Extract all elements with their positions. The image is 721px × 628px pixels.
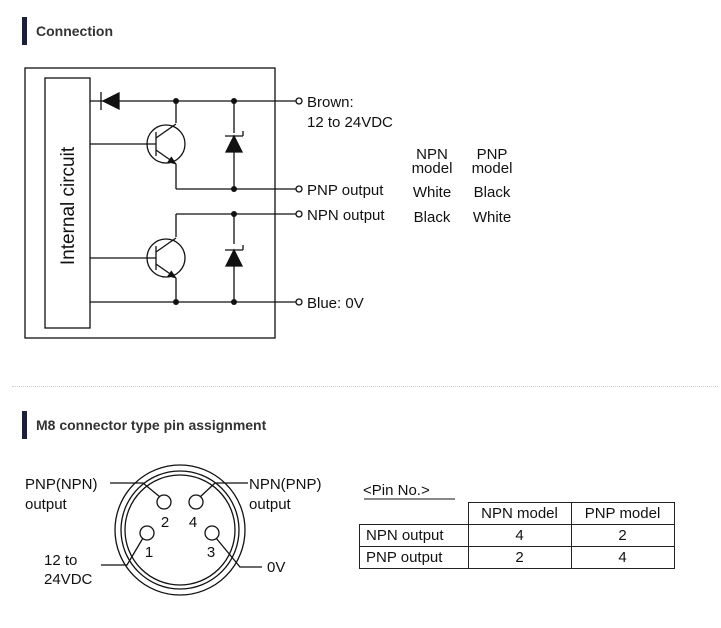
table-header-row: NPN model PNP model	[359, 502, 675, 525]
m8-section-header: M8 connector type pin assignment	[22, 411, 266, 439]
table-cell: 2	[570, 524, 675, 547]
pin-3	[204, 525, 220, 541]
connection-section-header: Connection	[22, 17, 113, 45]
table-blank-cell	[359, 502, 469, 525]
blue-label: Blue: 0V	[307, 295, 364, 312]
connection-section-title: Connection	[36, 23, 113, 39]
junction-dot	[231, 186, 237, 192]
m8-section-title: M8 connector type pin assignment	[36, 417, 267, 433]
m8-left-bottom-label: 24VDC	[44, 571, 93, 588]
pnp-output-pnp-model-color: Black	[474, 184, 511, 201]
pin-4	[188, 494, 204, 510]
junction-dot	[231, 299, 237, 305]
pin-number: 1	[145, 544, 153, 561]
pin-table-caption: <Pin No.>	[363, 482, 430, 499]
m8-left-top-label: PNP(NPN)	[25, 476, 98, 493]
m8-right-top-label: output	[249, 496, 292, 513]
npn-output-label: NPN output	[307, 207, 385, 224]
section-divider	[12, 386, 718, 387]
table-row-label: PNP output	[359, 546, 469, 569]
table-cell: 4	[570, 546, 675, 569]
pin-number: 2	[161, 514, 169, 531]
upper-zener-diode	[224, 131, 244, 189]
protection-diode	[100, 91, 120, 111]
pin-assignment-table: NPN model PNP model NPN output 4 2 PNP o…	[359, 502, 675, 569]
npn-output-npn-model-color: Black	[414, 209, 451, 226]
table-header-cell: PNP model	[570, 502, 675, 525]
internal-circuit-label: Internal circuit	[58, 146, 79, 265]
table-row: NPN output 4 2	[359, 524, 675, 547]
m8-right-top-label: NPN(PNP)	[249, 476, 322, 493]
sensor-outline	[24, 67, 276, 339]
model-header-line2: model	[412, 160, 453, 177]
pin-number: 4	[189, 514, 197, 531]
table-cell: 4	[467, 524, 572, 547]
upper-transistor	[90, 123, 186, 165]
table-cell: 2	[467, 546, 572, 569]
pnp-output-label: PNP output	[307, 182, 384, 199]
brown-voltage: 12 to 24VDC	[307, 114, 393, 131]
pnp-output-npn-model-color: White	[413, 184, 451, 201]
m8-left-top-label: output	[25, 496, 68, 513]
lower-zener-diode	[224, 245, 244, 302]
table-row-label: NPN output	[359, 524, 469, 547]
npn-output-terminal	[295, 210, 303, 218]
model-header-line2: model	[472, 160, 513, 177]
m8-connector	[101, 464, 262, 596]
blue-terminal	[295, 298, 303, 306]
model-header-line1: NPN	[416, 146, 448, 163]
pnp-output-terminal	[295, 185, 303, 193]
junction-dot	[231, 98, 237, 104]
m8-left-bottom-label: 12 to	[44, 552, 77, 569]
junction-dot	[173, 299, 179, 305]
pin-2	[156, 494, 172, 510]
junction-dot	[231, 211, 237, 217]
internal-circuit-box	[44, 77, 91, 329]
m8-right-bottom-label: 0V	[267, 559, 285, 576]
brown-label: Brown:	[307, 94, 354, 111]
pin-number: 3	[207, 544, 215, 561]
table-header-cell: NPN model	[467, 502, 572, 525]
brown-terminal	[295, 97, 303, 105]
section-accent-bar	[22, 411, 27, 439]
section-accent-bar	[22, 17, 27, 45]
junction-dot	[173, 98, 179, 104]
npn-output-pnp-model-color: White	[473, 209, 511, 226]
table-row: PNP output 2 4	[359, 546, 675, 569]
pin-1	[139, 525, 155, 541]
lower-transistor	[90, 237, 186, 279]
model-header-line1: PNP	[477, 146, 508, 163]
